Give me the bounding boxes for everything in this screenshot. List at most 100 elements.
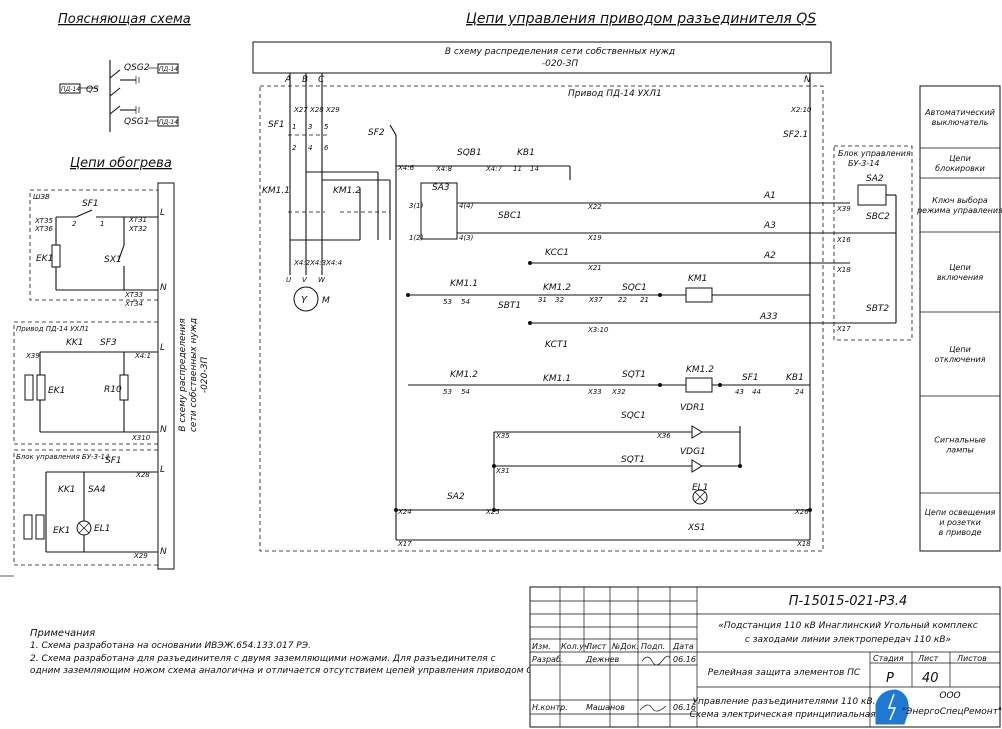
hdr-list: Лист bbox=[585, 642, 607, 651]
note-1: 1. Схема разработана на основании ИВЭЖ.6… bbox=[30, 641, 311, 651]
svg-text:A3: A3 bbox=[763, 221, 776, 231]
svg-text:KM1.2: KM1.2 bbox=[543, 283, 571, 293]
svg-text:SQB1: SQB1 bbox=[457, 148, 482, 158]
hdr-izm: Изм. bbox=[532, 642, 551, 651]
razrab-date: 06.16 bbox=[673, 655, 696, 664]
row-a33: A33 SBT1 X3:10 bbox=[498, 301, 850, 334]
hdr-koluch: Кол.уч bbox=[561, 642, 589, 651]
svg-text:X4:6: X4:6 bbox=[397, 164, 415, 172]
phase-a: A bbox=[284, 75, 291, 85]
svg-text:X36: X36 bbox=[656, 432, 671, 440]
notes-title: Примечания bbox=[30, 628, 95, 639]
svg-text:X25: X25 bbox=[485, 508, 500, 516]
svg-text:3(1): 3(1) bbox=[409, 202, 424, 210]
nkontr-label: Н.контр. bbox=[532, 703, 568, 712]
note-2a: 2. Схема разработана для разъединителя с… bbox=[30, 654, 496, 664]
svg-text:L: L bbox=[160, 208, 165, 218]
svg-text:X37: X37 bbox=[588, 296, 603, 304]
svg-text:KM1.2: KM1.2 bbox=[450, 370, 478, 380]
svg-text:KB1: KB1 bbox=[517, 148, 535, 158]
company-logo bbox=[875, 689, 909, 725]
svg-text:EK1: EK1 bbox=[48, 386, 65, 396]
svg-text:KM1.1: KM1.1 bbox=[543, 374, 571, 384]
svg-text:X4:7: X4:7 bbox=[485, 165, 503, 173]
svg-text:SA4: SA4 bbox=[88, 485, 106, 495]
svg-text:N: N bbox=[160, 425, 167, 435]
svg-text:XT36: XT36 bbox=[34, 225, 54, 233]
heating-box-drive: Привод ПД-14 УХЛ1 X39 X4:1 X310 KK1 SF3 … bbox=[13, 321, 167, 445]
svg-text:X35: X35 bbox=[495, 432, 510, 440]
svg-text:QSG1: QSG1 bbox=[124, 117, 150, 127]
svg-text:QS: QS bbox=[86, 85, 99, 95]
sa3-switch: SA3 3(1) 1(2) 4(4) 4(3) bbox=[409, 182, 474, 242]
listov-label: Листов bbox=[956, 654, 987, 663]
hdr-data: Дата bbox=[672, 642, 694, 651]
svg-text:X2:10: X2:10 bbox=[790, 106, 812, 114]
svg-text:KK1: KK1 bbox=[58, 485, 76, 495]
row-a3: A3 SBC1 X19 bbox=[457, 211, 850, 242]
doc-number: П-15015-021-РЗ.4 bbox=[789, 594, 908, 609]
svg-text:X33: X33 bbox=[587, 388, 602, 396]
svg-text:ШЗВ: ШЗВ bbox=[33, 193, 50, 201]
svg-text:X17: X17 bbox=[836, 325, 851, 333]
drawing-title-1: Управление разъединителями 110 кВ. bbox=[693, 697, 876, 707]
svg-text:ПД-14: ПД-14 bbox=[61, 86, 80, 93]
svg-text:3: 3 bbox=[308, 123, 312, 131]
right-panel bbox=[919, 85, 1001, 552]
svg-text:X29: X29 bbox=[133, 552, 148, 560]
svg-text:X32: X32 bbox=[611, 388, 626, 396]
phase-n: N bbox=[804, 75, 811, 85]
mini-scheme: ПД-14 QS QSG2 ПД-14 QSG1 ПД-14 bbox=[59, 60, 179, 132]
block-label-1: Блок управления bbox=[838, 149, 911, 158]
svg-text:X31: X31 bbox=[495, 467, 510, 475]
row-light: SA2 X24 X25 X26 X17 X18 bbox=[396, 492, 811, 548]
svg-text:SQC1: SQC1 bbox=[622, 283, 647, 293]
left-bus-label: В схему распределения сети собственных н… bbox=[178, 318, 210, 432]
svg-text:4(3): 4(3) bbox=[459, 234, 474, 242]
svg-text:X4:1: X4:1 bbox=[134, 352, 151, 360]
svg-text:5: 5 bbox=[324, 123, 329, 131]
svg-text:XT31: XT31 bbox=[128, 216, 147, 224]
svg-text:21: 21 bbox=[640, 296, 649, 304]
svg-text:V: V bbox=[302, 276, 308, 284]
svg-text:4(4): 4(4) bbox=[459, 202, 474, 210]
svg-text:53: 53 bbox=[443, 388, 452, 396]
svg-text:XT33: XT33 bbox=[124, 291, 143, 299]
svg-text:KM1: KM1 bbox=[688, 274, 707, 284]
svg-text:SQC1: SQC1 bbox=[621, 411, 646, 421]
svg-text:X28: X28 bbox=[309, 106, 324, 114]
row-close: KM1.1 KM1.2 SQC1 KM1 X37 53 54 31 32 22 … bbox=[408, 274, 810, 306]
svg-text:44: 44 bbox=[752, 388, 761, 396]
project-line1: «Подстанция 110 кВ Инаглинский Угольный … bbox=[718, 621, 978, 631]
svg-text:X26: X26 bbox=[794, 508, 809, 516]
hdr-ndok: №Док. bbox=[611, 642, 639, 651]
svg-text:SX1: SX1 bbox=[104, 255, 122, 265]
svg-text:KM1.1: KM1.1 bbox=[450, 279, 478, 289]
svg-text:SF1: SF1 bbox=[82, 199, 99, 209]
svg-text:W: W bbox=[318, 276, 326, 284]
svg-text:SBT1: SBT1 bbox=[498, 301, 521, 311]
svg-text:SQT1: SQT1 bbox=[621, 455, 645, 465]
left-bus-box bbox=[157, 182, 175, 570]
svg-text:KM1.2: KM1.2 bbox=[686, 365, 714, 375]
razrab-name: Дежнев bbox=[585, 655, 620, 664]
svg-text:X18: X18 bbox=[796, 540, 811, 548]
svg-text:SA2: SA2 bbox=[447, 492, 465, 502]
svg-text:54: 54 bbox=[461, 298, 470, 306]
svg-text:X4:2: X4:2 bbox=[293, 259, 311, 267]
svg-text:11: 11 bbox=[513, 165, 522, 173]
svg-text:X22: X22 bbox=[587, 203, 602, 211]
svg-text:4: 4 bbox=[308, 144, 312, 152]
svg-text:SF1: SF1 bbox=[742, 373, 759, 383]
power-circuit: X27 X28 X29 SF1 1 3 5 2 4 6 KM1.1 KM1.2 … bbox=[262, 73, 391, 312]
svg-text:SQT1: SQT1 bbox=[622, 370, 646, 380]
svg-text:KK1: KK1 bbox=[66, 338, 84, 348]
heading-explanatory: Поясняющая схема bbox=[58, 12, 191, 27]
svg-text:VDR1: VDR1 bbox=[680, 403, 705, 413]
svg-text:24: 24 bbox=[795, 388, 804, 396]
